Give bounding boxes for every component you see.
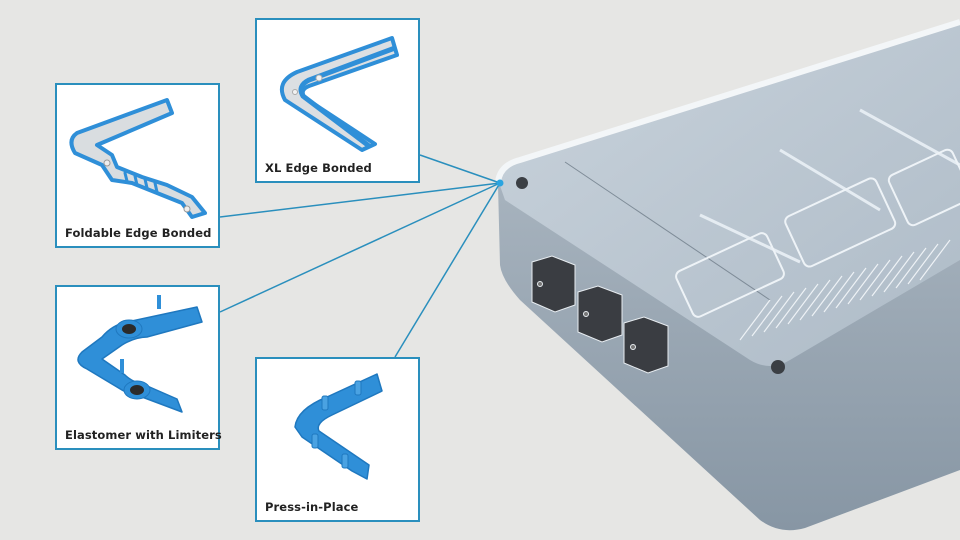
callout-press-in-place: Press-in-Place	[255, 357, 420, 522]
leader-lines	[219, 154, 501, 358]
leader-press	[394, 182, 501, 358]
lid-pockets	[675, 148, 960, 318]
leader-foldable	[219, 182, 501, 218]
leader-elastomer	[219, 182, 501, 313]
callout-label: Press-in-Place	[265, 500, 359, 514]
enclosure-lid	[498, 22, 960, 366]
callout-label: XL Edge Bonded	[265, 161, 372, 175]
screw-hole	[516, 177, 528, 189]
callout-label: Elastomer with Limiters	[65, 428, 222, 442]
callout-xl-edge-bonded: XL Edge Bonded	[255, 18, 420, 183]
press-in-place-gasket-image	[294, 373, 383, 480]
elastomer-gasket-image	[77, 295, 203, 413]
enclosure	[495, 19, 960, 531]
leader-xl	[419, 154, 501, 184]
xl-gasket-image	[280, 36, 399, 152]
screw-hole	[771, 360, 785, 374]
connectors	[531, 255, 669, 374]
heatsink-fins	[739, 239, 951, 341]
focus-point	[496, 179, 504, 187]
callout-foldable-edge-bonded: Foldable Edge Bonded	[55, 83, 220, 248]
callout-elastomer-with-limiters: Elastomer with Limiters	[55, 285, 222, 450]
lid-rim	[495, 19, 960, 183]
callout-label: Foldable Edge Bonded	[65, 226, 212, 240]
foldable-gasket-image	[69, 98, 207, 219]
